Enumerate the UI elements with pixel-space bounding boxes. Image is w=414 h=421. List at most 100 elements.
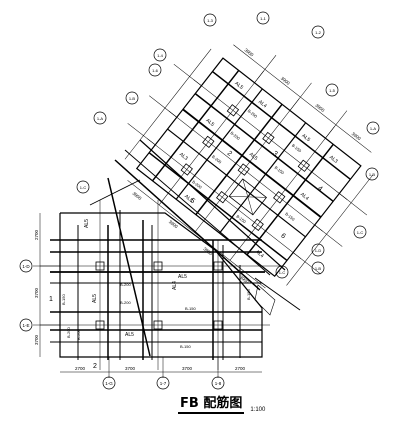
slab-mark: 5 xyxy=(189,197,196,205)
axis-bubble-label: 1-5 xyxy=(329,88,336,93)
rot-column xyxy=(297,159,311,172)
rebar-label: B-150 xyxy=(235,214,247,225)
axis-bubble xyxy=(211,376,225,390)
rebar-label: B-200 xyxy=(191,179,203,190)
dim-text: 2700 xyxy=(75,366,86,371)
rot-rebar xyxy=(212,70,351,180)
dim-text: 3900 xyxy=(202,246,213,256)
dim-text: 3900 xyxy=(168,219,179,229)
axis-bubble xyxy=(311,25,325,39)
ortho-column xyxy=(153,261,163,271)
rot-column xyxy=(251,218,264,232)
slab-mark: 3 xyxy=(271,150,278,158)
rebar-label: B-200 xyxy=(211,154,223,165)
rot-dim-line xyxy=(286,174,373,286)
rot-gridline xyxy=(158,70,264,206)
rot-column xyxy=(262,131,275,145)
axis-bubble xyxy=(256,11,270,25)
axis-bubble-label: 1-8 xyxy=(215,381,222,386)
ortho-bubbles xyxy=(19,259,225,390)
rot-column xyxy=(202,135,215,149)
rot-rebar xyxy=(167,128,306,238)
rebar-label: B-200 xyxy=(120,300,131,305)
axis-bubble xyxy=(366,121,380,135)
rebar-label: B-150 xyxy=(185,306,196,311)
axis-bubble xyxy=(148,63,162,77)
rot-bubble-labels: 1-1 1-2 1-3 1-4 1-5 1-6 1-A 1-B 1-C 1-A … xyxy=(80,16,377,275)
rebar-label: AL5 xyxy=(92,294,98,303)
drawing-title: FB 配筋图 xyxy=(178,396,245,414)
axis-bubble xyxy=(275,265,289,279)
rebar-label: B-150 xyxy=(274,165,286,176)
axis-bubble-label: 1-D xyxy=(22,264,30,269)
rebar-label: AL4 xyxy=(299,192,310,202)
rot-rebar xyxy=(151,69,240,182)
rot-gridline xyxy=(229,126,335,261)
rot-rebar xyxy=(246,143,334,256)
rot-column xyxy=(226,104,240,117)
dim-text: 3700 xyxy=(125,366,136,371)
rot-column xyxy=(180,163,193,176)
axis-bubble-label: 1-C xyxy=(80,185,87,190)
rot-gridline xyxy=(194,98,300,233)
ortho-column xyxy=(95,320,105,330)
rebar-label: AL5 xyxy=(300,133,311,143)
ortho-column xyxy=(95,261,105,271)
axis-bubble-label: 1-B xyxy=(315,266,322,271)
rot-rebar xyxy=(175,88,263,200)
rebar-label: AL5 xyxy=(125,332,134,338)
rotated-block xyxy=(124,44,373,289)
drawing-title-block: FB 配筋图 1:100 xyxy=(178,394,265,414)
axis-bubble-label: 1-E xyxy=(22,323,29,328)
rebar-label: AL4 xyxy=(172,281,178,290)
slab-mark: 6 xyxy=(279,232,286,240)
axis-bubble xyxy=(102,376,116,390)
axis-bubble xyxy=(203,13,217,27)
rotated-outline xyxy=(135,57,362,278)
axis-bubble xyxy=(365,167,379,181)
rebar-label: AL4 xyxy=(254,249,265,259)
dim-text: 3900 xyxy=(131,191,142,201)
diagonal-rebars xyxy=(89,139,301,357)
axis-bubble-label: 1-2 xyxy=(315,30,322,35)
rebar-label: B-200 xyxy=(66,327,71,338)
rot-rebar xyxy=(194,93,334,202)
dim-text: 2700 xyxy=(235,366,246,371)
rot-column xyxy=(216,190,229,204)
rebar-label: B-200 xyxy=(120,282,131,287)
rot-column xyxy=(237,163,250,176)
ortho-bubble-labels: 1-G 1-7 1-8 1-D 1-E xyxy=(22,264,221,386)
rebar-label: B-150 xyxy=(61,294,66,305)
axis-bubble-label: 1-B xyxy=(369,172,376,177)
axis-bubble xyxy=(153,48,167,62)
rebar-label: AL4 xyxy=(257,99,268,109)
rebar-label: B-200 xyxy=(76,329,81,340)
dim-text: 3900 xyxy=(239,275,250,285)
axis-bubble xyxy=(19,259,33,273)
drawing-scale: 1:100 xyxy=(250,407,266,413)
axis-bubble xyxy=(93,111,107,125)
axis-bubble xyxy=(19,318,33,332)
dim-text: 3900 xyxy=(314,103,325,113)
rebar-label: AL3 xyxy=(178,152,189,162)
rebar-label: B-150 xyxy=(180,344,191,349)
dim-text: 3900 xyxy=(351,131,362,141)
axis-bubble-label: 1-B xyxy=(129,96,136,101)
dim-text: 3900 xyxy=(244,47,255,57)
axis-bubble-label: 1-C xyxy=(357,230,364,235)
axis-bubble-label: 1-7 xyxy=(160,381,167,386)
axis-bubble-label: 1-6 xyxy=(152,68,159,73)
dim-text: 3700 xyxy=(34,334,39,345)
rot-gridline xyxy=(147,138,302,259)
axis-bubble xyxy=(76,180,90,194)
ortho-column xyxy=(213,320,223,330)
rot-rebar xyxy=(219,122,307,234)
rebar-label: AL5 xyxy=(178,274,187,280)
rot-bubbles xyxy=(76,11,380,279)
axis-bubble xyxy=(325,83,339,97)
rebar-label: B-150 xyxy=(291,143,303,154)
rebar-label: AL5 xyxy=(204,118,215,128)
row-mark: 1 xyxy=(49,296,53,303)
slab-mark: 4 xyxy=(316,185,323,193)
rebar-label: B-200 xyxy=(247,108,259,119)
